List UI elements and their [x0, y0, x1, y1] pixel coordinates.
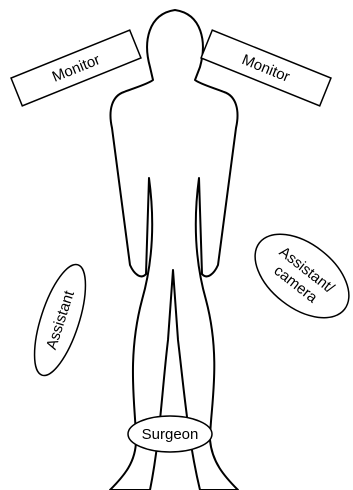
surgeon-ellipse: Surgeon — [128, 416, 212, 452]
assistant-camera-ellipse: Assistant/ camera — [240, 218, 353, 335]
monitor-right-box: Monitor — [201, 30, 331, 106]
surgeon-label: Surgeon — [142, 426, 199, 443]
assistant-left-ellipse: Assistant — [24, 259, 96, 381]
monitor-left-box: Monitor — [11, 30, 141, 106]
